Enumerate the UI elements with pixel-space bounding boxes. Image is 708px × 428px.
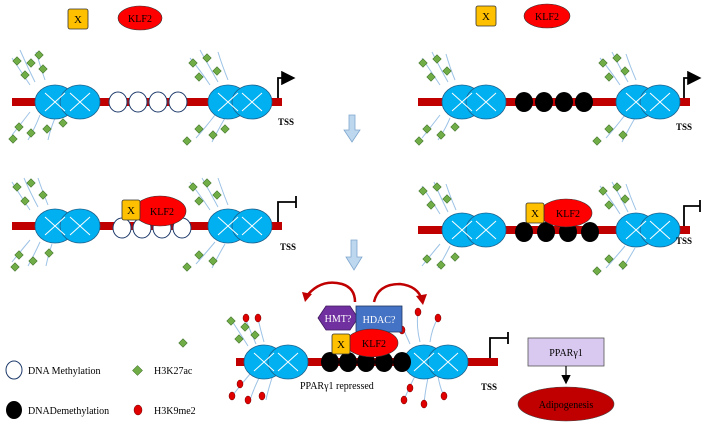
legend-label: H3K27ac <box>154 366 193 377</box>
x-factor-label: X <box>482 11 490 23</box>
tss-label: TSS <box>676 236 692 246</box>
legend: DNA Methylation DNADemethylation H3K27ac… <box>5 360 196 419</box>
tss-active-arrow <box>277 70 296 98</box>
nucleosome-pair <box>207 84 273 120</box>
nucleosome-pair <box>615 212 681 248</box>
tss-label: TSS <box>676 122 692 132</box>
chromatin-row2-right: KLF2 X TSS <box>418 181 701 276</box>
tss-label: TSS <box>280 242 296 252</box>
nucleosome-pair <box>243 344 309 380</box>
panel-top-left-factors: X KLF2 <box>67 5 163 31</box>
tss-label: TSS <box>278 117 294 127</box>
legend-label: DNA Methylation <box>28 366 101 377</box>
klf2-label: KLF2 <box>150 207 174 218</box>
nucleosome-pair <box>615 84 681 120</box>
legend-item-dna-methylation: DNA Methylation <box>5 360 101 380</box>
ppar-label: PPARγ1 <box>549 348 583 359</box>
x-factor-label: X <box>74 14 82 26</box>
ppar-repressed-label: PPARγ1 repressed <box>300 381 374 392</box>
nucleosome-pair <box>34 84 101 120</box>
tss-repressed-symbol <box>683 205 700 226</box>
tss-repressed-symbol <box>489 337 508 358</box>
chromatin-row2-left: KLF2 X TSS <box>10 177 297 272</box>
tss-repressed-symbol <box>277 201 296 222</box>
legend-label: H3K9me2 <box>154 406 196 417</box>
x-factor-label: X <box>127 205 135 217</box>
down-arrow <box>343 114 361 143</box>
adipogenesis-label: Adipogenesis <box>539 400 594 411</box>
h3k27ac-stray <box>178 338 188 348</box>
hdac-label: HDAC? <box>363 315 396 326</box>
klf2-label: KLF2 <box>535 12 559 23</box>
x-factor-label: X <box>531 208 539 220</box>
panel-top-right-factors: X KLF2 <box>475 3 571 29</box>
hdac-complex <box>355 305 403 333</box>
dna-demethylation-sites <box>321 352 411 372</box>
legend-item-h3k27ac: H3K27ac <box>132 365 193 377</box>
klf2-label: KLF2 <box>128 14 152 25</box>
legend-label: DNADemethylation <box>28 406 109 417</box>
chromatin-row1-right: TSS <box>414 51 702 146</box>
nucleosome-pair <box>441 212 507 248</box>
nucleosome-pair <box>34 208 101 244</box>
down-arrow <box>345 239 363 271</box>
curved-arrow <box>304 281 357 303</box>
nucleosome-pair <box>207 208 273 244</box>
nucleosome-pair <box>403 344 469 380</box>
ppar-pathway: PPARγ1 Adipogenesis <box>517 337 615 422</box>
chromatin-row1-left: TSS <box>8 49 296 146</box>
nucleosome-pair <box>441 84 507 120</box>
legend-item-dna-demethylation: DNADemethylation <box>6 401 109 419</box>
hmt-label: HMT? <box>325 314 352 325</box>
curved-arrow <box>372 282 424 303</box>
chromatin-row3-center: HMT? HDAC? KLF2 X TSS PPARγ1 repressed <box>178 281 509 409</box>
dna-demethylation-sites <box>515 92 593 112</box>
klf2-label: KLF2 <box>362 339 386 350</box>
tss-active-arrow <box>683 70 702 98</box>
tss-label: TSS <box>481 382 497 392</box>
x-factor-label: X <box>337 339 345 351</box>
legend-item-h3k9me2: H3K9me2 <box>133 404 196 417</box>
adipogenesis-ellipse <box>517 386 615 422</box>
klf2-label: KLF2 <box>556 209 580 220</box>
dna-methylation-sites <box>108 91 188 113</box>
